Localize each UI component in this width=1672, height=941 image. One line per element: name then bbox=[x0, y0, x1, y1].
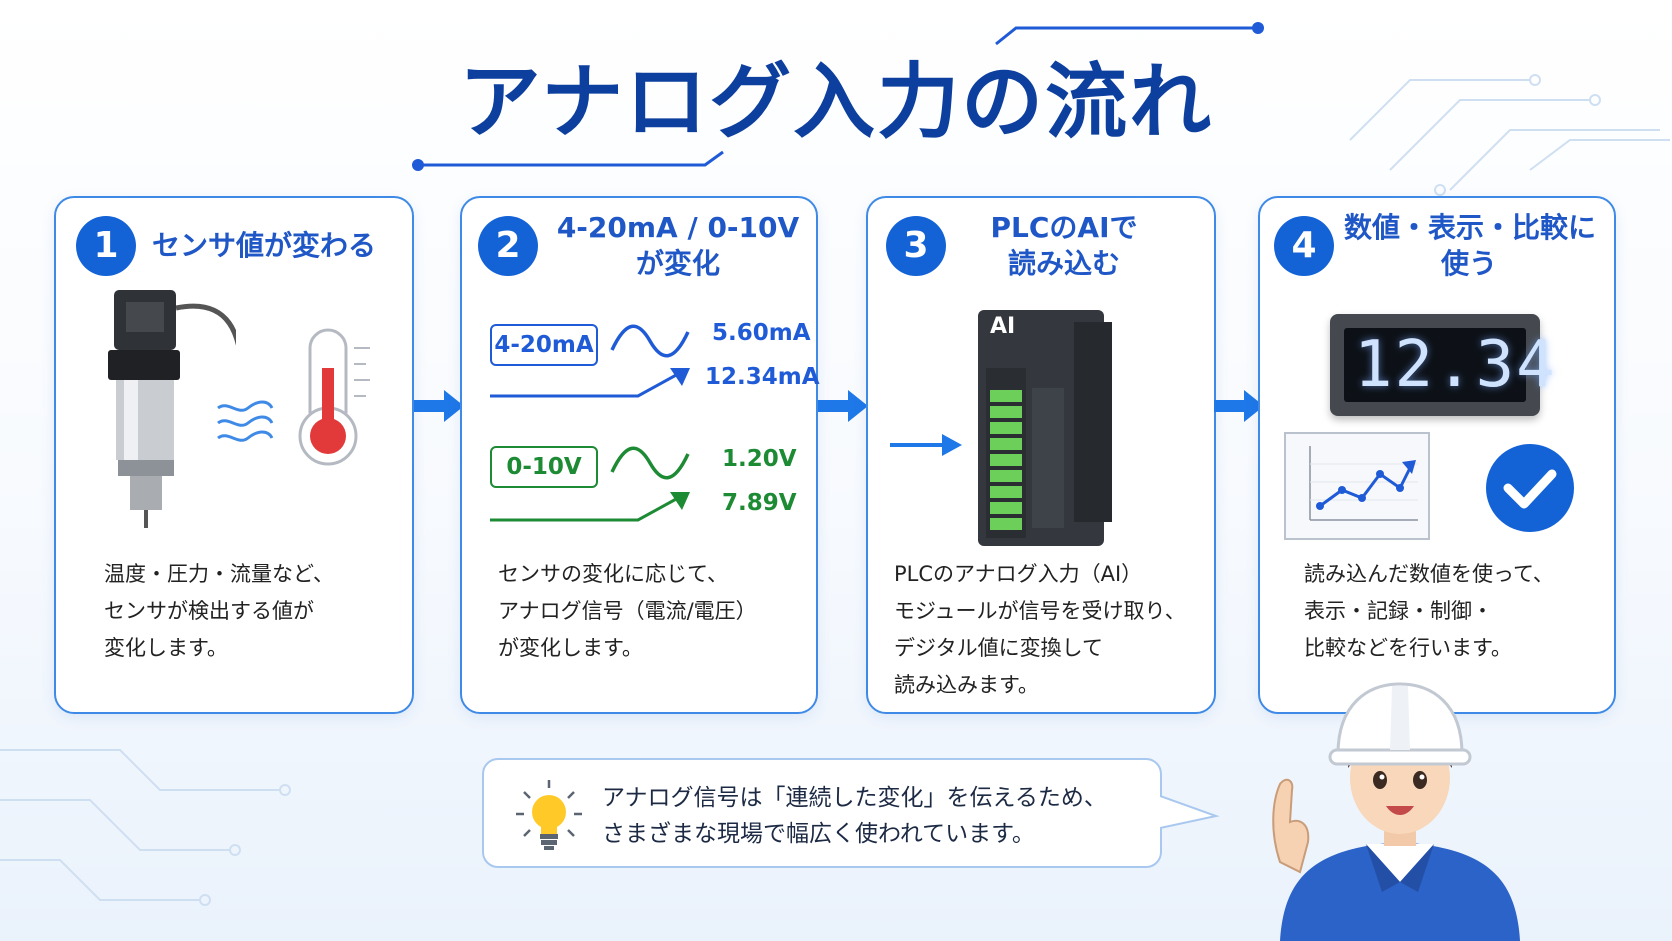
current-rise-arrow-icon bbox=[490, 368, 690, 398]
desc-line: センサが検出する値が bbox=[104, 599, 314, 623]
flow-waves-icon bbox=[217, 400, 274, 442]
signal-value: 1.20V bbox=[722, 446, 797, 472]
step-title: 4-20mA / 0-10V が変化 bbox=[548, 210, 808, 282]
lightbulb-icon bbox=[516, 780, 582, 850]
speech-bubble-tail bbox=[1160, 795, 1220, 829]
step-description: 温度・圧力・流量など、 センサが検出する値が 変化します。 bbox=[104, 556, 334, 667]
checkmark-icon bbox=[1486, 444, 1574, 532]
step-number-badge: 3 bbox=[886, 216, 946, 276]
signal-value: 7.89V bbox=[722, 490, 797, 516]
title-accent-top bbox=[995, 22, 1264, 46]
voltage-wave-icon bbox=[610, 446, 690, 480]
flow-arrow-right-icon bbox=[414, 390, 464, 422]
signal-type-label-voltage: 0-10V bbox=[490, 446, 598, 488]
step-number-badge: 2 bbox=[478, 216, 538, 276]
step-number-badge: 1 bbox=[76, 216, 136, 276]
desc-line: モジュールが信号を受け取り、 bbox=[894, 599, 1186, 623]
desc-line: が変化します。 bbox=[498, 636, 643, 660]
signal-type-label-current: 4-20mA bbox=[490, 324, 598, 366]
desc-line: アナログ信号（電流/電圧） bbox=[498, 599, 757, 623]
module-label: AI bbox=[990, 314, 1016, 339]
desc-line: センサの変化に応じて、 bbox=[498, 562, 728, 586]
tip-text: アナログ信号は「連続した変化」を伝えるため、 さまざまな現場で幅広く使われていま… bbox=[602, 780, 1107, 852]
desc-line: 温度・圧力・流量など、 bbox=[104, 562, 334, 586]
signal-input-arrow-icon bbox=[890, 434, 962, 456]
circuit-decoration-bottom-left bbox=[0, 749, 291, 906]
step-description: 読み込んだ数値を使って、 表示・記録・制御・ 比較などを行います。 bbox=[1304, 556, 1554, 667]
step-title: PLCのAIで 読み込む bbox=[964, 210, 1164, 282]
flow-arrow-right-icon bbox=[1214, 390, 1264, 422]
desc-line: 表示・記録・制御・ bbox=[1304, 599, 1493, 623]
pressure-sensor-icon bbox=[108, 290, 236, 528]
step-description: センサの変化に応じて、 アナログ信号（電流/電圧） が変化します。 bbox=[498, 556, 757, 667]
step-title-line: 4-20mA / 0-10V bbox=[556, 211, 800, 244]
desc-line: 比較などを行います。 bbox=[1304, 636, 1512, 660]
step-title-line: 数値・表示・比較に bbox=[1344, 211, 1597, 244]
display-value: 12.34 bbox=[1354, 328, 1557, 402]
step-title: 数値・表示・比較に 使う bbox=[1344, 210, 1597, 282]
desc-line: PLCのアナログ入力（AI） bbox=[894, 562, 1143, 586]
thermometer-icon bbox=[298, 328, 370, 466]
step-title-line: PLCのAIで bbox=[990, 211, 1138, 244]
page-title: アナログ入力の流れ bbox=[458, 55, 1214, 150]
step-title: センサ値が変わる bbox=[152, 229, 377, 262]
current-wave-icon bbox=[610, 324, 690, 358]
digital-display: 12.34 bbox=[1330, 314, 1555, 416]
step-description: PLCのアナログ入力（AI） モジュールが信号を受け取り、 デジタル値に変換して… bbox=[894, 556, 1186, 704]
step-card-1: 1 センサ値が変わる 温度・圧力・流量など、 センサが検出する値が 変化します。 bbox=[54, 196, 414, 714]
step-card-3: 3 PLCのAIで 読み込む AI PLCのアナログ入力（AI） モジュールが信… bbox=[866, 196, 1216, 714]
tip-line: アナログ信号は「連続した変化」を伝えるため、 bbox=[602, 785, 1107, 811]
step-card-4: 4 数値・表示・比較に 使う 12.34 読み込んだ数値を使って、 表示・記録・… bbox=[1258, 196, 1616, 714]
signal-value: 5.60mA bbox=[712, 320, 811, 346]
tip-speech-bubble: アナログ信号は「連続した変化」を伝えるため、 さまざまな現場で幅広く使われていま… bbox=[482, 758, 1162, 868]
step-card-2: 2 4-20mA / 0-10V が変化 4-20mA 5.60mA 12.34… bbox=[460, 196, 820, 714]
step-number-badge: 4 bbox=[1274, 216, 1334, 276]
tip-line: さまざまな現場で幅広く使われています。 bbox=[602, 821, 1035, 847]
title-container: アナログ入力の流れ bbox=[0, 48, 1672, 158]
plc-ai-module-icon bbox=[978, 310, 1112, 546]
step-title-line: が変化 bbox=[635, 247, 720, 280]
desc-line: 読み込んだ数値を使って、 bbox=[1304, 562, 1554, 586]
line-chart-icon bbox=[1284, 432, 1430, 540]
step-title-line: 読み込む bbox=[1007, 247, 1120, 280]
desc-line: 読み込みます。 bbox=[894, 673, 1039, 697]
engineer-character-icon bbox=[1272, 682, 1520, 941]
desc-line: デジタル値に変換して bbox=[894, 636, 1103, 660]
desc-line: 変化します。 bbox=[104, 636, 228, 660]
signal-value: 12.34mA bbox=[705, 364, 820, 390]
step-title-line: 使う bbox=[1440, 247, 1497, 280]
voltage-rise-arrow-icon bbox=[490, 492, 690, 522]
flow-arrow-right-icon bbox=[818, 390, 868, 422]
